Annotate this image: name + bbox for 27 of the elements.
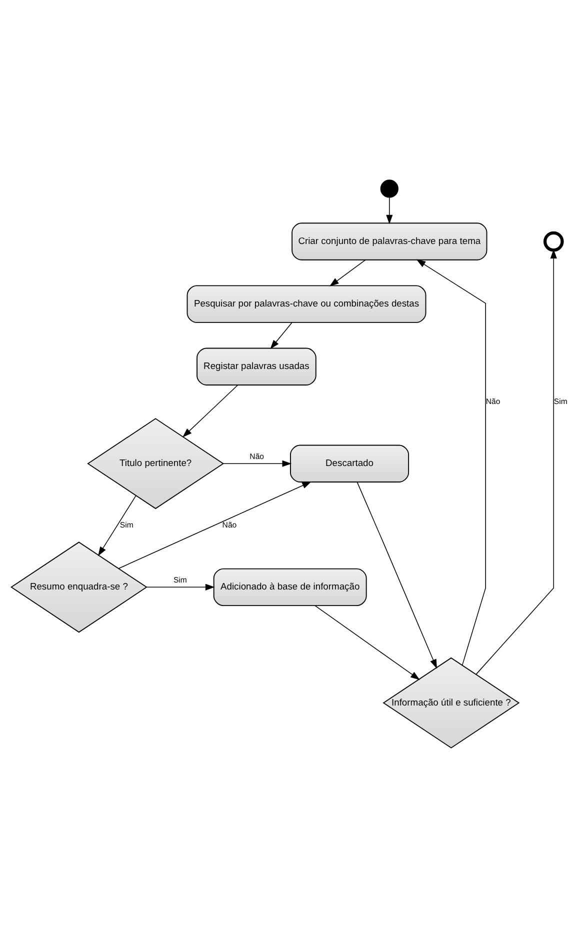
arrow [223,460,292,467]
node-diamond: Resumo enquadra-se ? [10,542,148,633]
node-box: Criar conjunto de palavras-chave para tema [292,222,488,260]
node-circle [543,231,564,252]
node-box: Descartado [290,444,410,482]
arrow [356,482,437,669]
edge-label: Sim [554,396,568,406]
arrow [146,584,215,590]
edge-label: Não [250,452,264,461]
arrow [118,482,312,569]
arrow [416,259,486,666]
arrow [98,495,136,556]
arrow [182,384,238,438]
node-diamond: Titulo pertinente? [87,418,224,510]
edge-label: Sim [173,575,187,584]
arrow [329,260,366,286]
edge-label: Não [486,396,500,406]
node-box: Adicionado à base de informação [213,568,367,606]
arrow [386,197,393,224]
arrow [270,322,292,350]
edge-label: Sim [120,520,134,530]
edge-label: Não [222,520,237,530]
node-box: Pesquisar por palavras-chave ou combinações destas [186,285,426,323]
arrow [476,249,557,675]
arrow [314,605,420,680]
node-box: Registar palavras usadas [196,348,316,386]
node-circle [380,180,398,198]
